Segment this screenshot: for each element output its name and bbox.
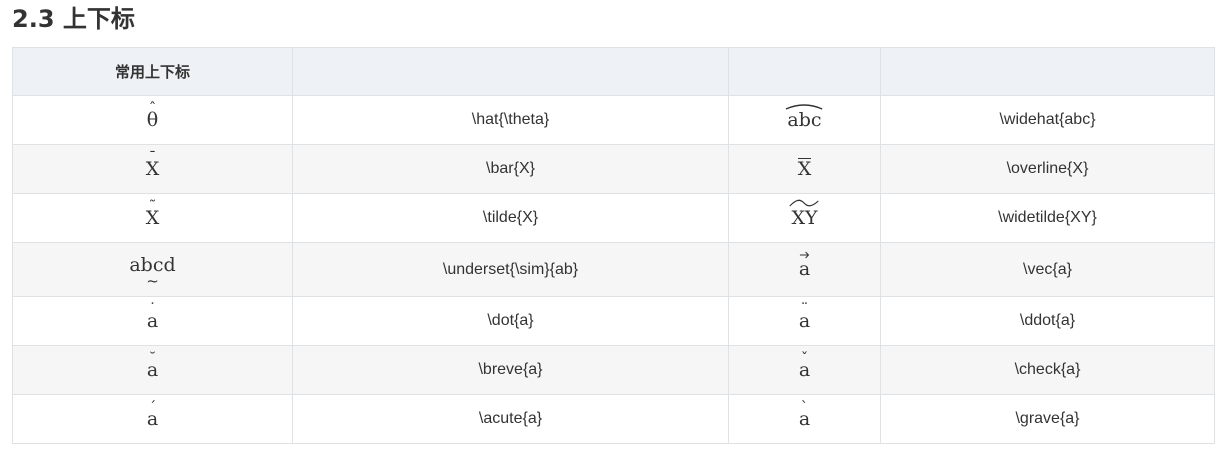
undertilde-accent: ~ <box>146 271 159 290</box>
acute-accent: ´ <box>148 397 157 416</box>
code-cell: \dot{a} <box>292 296 729 346</box>
dot-accent: ˙ <box>148 299 157 318</box>
table-row: abcd ~ \underset{\sim}{ab} a \vec{a} <box>12 242 1215 297</box>
column-header-code-1 <box>292 47 729 96</box>
symbol-cell: abc <box>728 95 881 145</box>
grave-accent: ` <box>800 397 809 416</box>
vec-a-symbol: a <box>799 251 810 280</box>
symbol-cell: X <box>728 144 881 194</box>
table-row: ˘ a \breve{a} ˇ a \check{a} <box>12 345 1215 395</box>
underset-abcd-symbol: abcd ~ <box>129 254 176 290</box>
code-cell: \acute{a} <box>292 394 729 444</box>
code-cell: \widetilde{XY} <box>880 193 1215 243</box>
code-cell: \grave{a} <box>880 394 1215 444</box>
code-cell: \tilde{X} <box>292 193 729 243</box>
table-header-row: 常用上下标 <box>12 47 1215 96</box>
dot-a-symbol: ˙ a <box>146 299 159 332</box>
tilde-x-symbol: ˜ X <box>145 196 160 229</box>
table-row: ¯ X \bar{X} X \overline{X} <box>12 144 1215 194</box>
breve-accent: ˘ <box>148 348 157 367</box>
check-a-symbol: ˇ a <box>798 348 811 381</box>
symbol-cell: ˆ θ <box>12 95 293 145</box>
symbol-cell: abcd ~ <box>12 242 293 297</box>
code-cell: \overline{X} <box>880 144 1215 194</box>
hat-accent: ˆ <box>148 98 157 117</box>
code-cell: \underset{\sim}{ab} <box>292 242 729 297</box>
code-cell: \breve{a} <box>292 345 729 395</box>
superscript-subscript-table: 常用上下标 ˆ θ \hat{\theta} abc <box>12 47 1215 444</box>
widetilde-accent <box>789 199 820 207</box>
breve-a-symbol: ˘ a <box>146 348 159 381</box>
symbol-cell: ˜ X <box>12 193 293 243</box>
acute-a-symbol: ´ a <box>146 397 159 430</box>
code-cell: \widehat{abc} <box>880 95 1215 145</box>
symbol-cell: ¨ a <box>728 296 881 346</box>
ddot-accent: ¨ <box>800 299 809 318</box>
symbol-cell: ˇ a <box>728 345 881 395</box>
ddot-a-symbol: ¨ a <box>798 299 811 332</box>
widetilde-xy-symbol: XY <box>789 199 820 229</box>
symbol-cell: ´ a <box>12 394 293 444</box>
code-cell: \check{a} <box>880 345 1215 395</box>
widehat-accent <box>786 103 823 110</box>
table-row: ´ a \acute{a} ` a \grave{a} <box>12 394 1215 444</box>
symbol-cell: ˙ a <box>12 296 293 346</box>
column-header-common-scripts: 常用上下标 <box>12 47 293 96</box>
overline-x-symbol: X <box>797 158 812 180</box>
section-title: 2.3 上下标 <box>12 5 135 33</box>
hat-theta-symbol: ˆ θ <box>146 98 159 131</box>
table-row: ˙ a \dot{a} ¨ a \ddot{a} <box>12 296 1215 346</box>
symbol-cell: XY <box>728 193 881 243</box>
check-accent: ˇ <box>800 348 809 367</box>
code-cell: \vec{a} <box>880 242 1215 297</box>
column-header-code-2 <box>880 47 1215 96</box>
symbol-cell: ¯ X <box>12 144 293 194</box>
symbol-cell: ` a <box>728 394 881 444</box>
grave-a-symbol: ` a <box>798 397 811 430</box>
tilde-accent: ˜ <box>148 196 157 215</box>
code-cell: \bar{X} <box>292 144 729 194</box>
bar-accent: ¯ <box>148 147 157 166</box>
code-cell: \ddot{a} <box>880 296 1215 346</box>
vec-accent <box>799 251 810 259</box>
table-row: ˆ θ \hat{\theta} abc \widehat{abc} <box>12 95 1215 145</box>
symbol-cell: a <box>728 242 881 297</box>
column-header-symbol-2 <box>728 47 881 96</box>
code-cell: \hat{\theta} <box>292 95 729 145</box>
widehat-abc-symbol: abc <box>786 103 823 131</box>
symbol-cell: ˘ a <box>12 345 293 395</box>
table-row: ˜ X \tilde{X} XY \widetilde{XY} <box>12 193 1215 243</box>
bar-x-symbol: ¯ X <box>145 147 160 180</box>
